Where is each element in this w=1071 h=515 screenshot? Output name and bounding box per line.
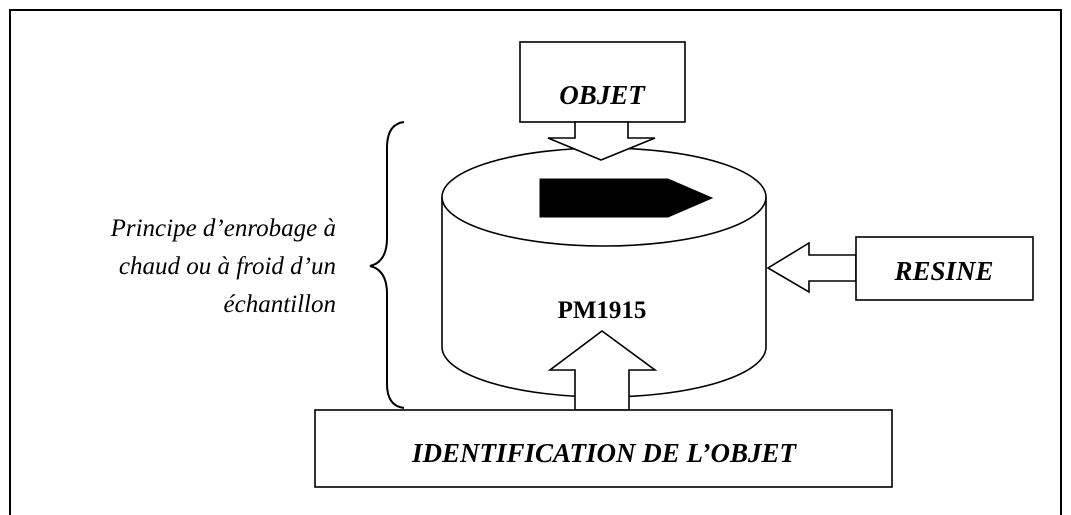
resine-input: RESINE	[766, 236, 1034, 301]
curly-brace	[369, 121, 405, 409]
caption-line-1: Principe d’enrobage à	[110, 215, 336, 242]
cylinder-label: PM1915	[558, 297, 647, 324]
resine-box	[855, 236, 1034, 301]
outer-frame	[9, 9, 1062, 515]
object-shape	[539, 178, 714, 218]
caption-line-3: échantillon	[224, 291, 336, 318]
identification-arrow	[547, 330, 658, 411]
caption: Principe d’enrobage à chaud ou à froid d…	[110, 215, 336, 318]
resine-label: RESINE	[893, 256, 993, 286]
caption-line-2: chaud ou à froid d’un	[119, 253, 336, 280]
identification-input: IDENTIFICATION DE L’OBJET	[314, 330, 893, 488]
objet-input: OBJET	[519, 41, 686, 161]
objet-label: OBJET	[559, 80, 646, 110]
objet-arrow	[547, 121, 656, 161]
identification-label: IDENTIFICATION DE L’OBJET	[411, 438, 798, 468]
resine-arrow	[766, 241, 857, 294]
identification-box	[314, 409, 893, 488]
